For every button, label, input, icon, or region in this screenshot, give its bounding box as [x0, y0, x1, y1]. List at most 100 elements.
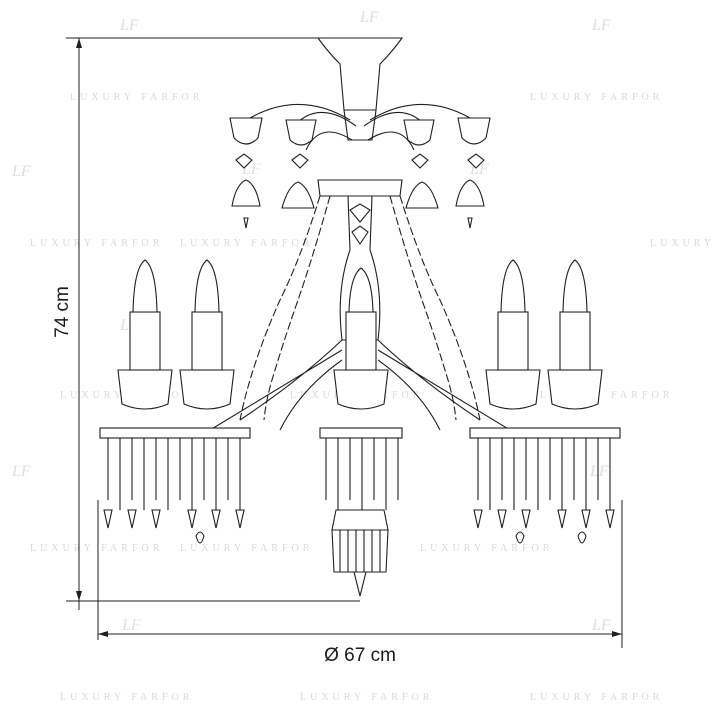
chain-left-inner [263, 195, 331, 421]
bobeche-rim [319, 427, 403, 439]
candle-cup [179, 369, 235, 410]
watermark-logo-9: LF [589, 463, 609, 480]
candle-body [497, 311, 529, 371]
bobeche-rim [469, 427, 621, 439]
prism-point [211, 509, 221, 529]
height-arrow-top [76, 38, 82, 48]
candle-cup [547, 369, 603, 410]
basket-finial [353, 571, 367, 597]
prism-point [127, 509, 137, 529]
center-basket [331, 509, 389, 597]
pendant-drop [195, 531, 205, 544]
upper-cup [403, 119, 435, 146]
prism-crystals [103, 438, 615, 544]
candle-flame-icon [194, 259, 220, 313]
candle-cup [117, 369, 173, 410]
watermark-logo-2: LF [359, 9, 379, 26]
candle-flame-icon [500, 259, 526, 313]
candle-body [559, 311, 591, 371]
upper-bell [455, 179, 485, 207]
diameter-arrow-right [612, 631, 622, 637]
watermark-logo-11: LF [591, 617, 611, 634]
candle-cup [485, 369, 541, 410]
crystal-drop [291, 153, 309, 169]
bobeche-rims [99, 427, 621, 439]
pendant-drop [515, 531, 525, 544]
central-ring [317, 179, 403, 197]
prism-point [497, 509, 507, 529]
crystal-drop [467, 153, 485, 169]
center-jewel [351, 225, 369, 245]
upper-cup [457, 117, 491, 145]
diameter-label: Ø 67 cm [324, 645, 396, 666]
prism-point [605, 509, 615, 529]
bobeche-rim [99, 427, 251, 439]
upper-cups [229, 117, 491, 146]
chain-right-outer [399, 195, 481, 421]
pendant-drop [577, 531, 587, 544]
basket-prisms [339, 530, 381, 572]
watermark-text-1: LUXURY FARFOR [70, 92, 203, 103]
watermark-logo-8: LF [11, 463, 31, 480]
crystal-drop [411, 153, 429, 169]
watermark-text-9: LUXURY FARFOR [180, 543, 313, 554]
center-stem [343, 109, 377, 141]
watermark-text-11: LUXURY FARFOR [30, 543, 163, 554]
watermark-text-4: LUXURY FARFOR [650, 238, 720, 249]
upper-cup [229, 117, 263, 145]
prism-point [581, 509, 591, 529]
watermark-logo-1: LF [119, 17, 139, 34]
upper-bell [281, 181, 315, 209]
upper-bell [405, 181, 439, 209]
prism-point [235, 509, 245, 529]
lower-arms [209, 339, 511, 431]
diameter-arrow-left [98, 631, 108, 637]
height-label: 74 cm [52, 286, 73, 338]
prism-point [151, 509, 161, 529]
candle-flame-icon [562, 259, 588, 313]
candle-body [345, 311, 377, 371]
candle-flame-icon [348, 267, 374, 313]
candle-body [191, 311, 223, 371]
prism-point [473, 509, 483, 529]
watermark-logo-3: LF [591, 17, 611, 34]
bell-tip [243, 217, 249, 229]
watermark-text-14: LUXURY FARFOR [530, 692, 663, 703]
upper-arms [249, 103, 471, 151]
ceiling-canopy [316, 37, 404, 111]
candle-cups [117, 369, 603, 410]
prism-point [103, 509, 113, 529]
watermark-text-2: LUXURY FARFOR [530, 92, 663, 103]
watermark-logo-4: LF [11, 163, 31, 180]
watermark-logo-10: LF [121, 617, 141, 634]
candles [129, 259, 591, 371]
crystal-chains [239, 195, 481, 421]
height-arrow-bottom [76, 591, 82, 601]
basket-body [331, 529, 389, 573]
watermark-text-3: LUXURY FARFOR [180, 238, 313, 249]
center-jewel [349, 203, 371, 223]
candle-body [129, 311, 161, 371]
upper-cup [285, 119, 317, 146]
candle-flame-icon [132, 259, 158, 313]
prism-row-right [477, 438, 611, 510]
crystal-drop [235, 153, 253, 169]
prism-row-center [325, 438, 399, 510]
chandelier-illustration [99, 37, 621, 597]
upper-drops [231, 153, 485, 229]
bell-tip [467, 217, 473, 229]
basket-top [331, 509, 389, 531]
upper-bell [231, 179, 261, 207]
watermark-text-12: LUXURY FARFOR [60, 692, 193, 703]
chain-left-outer [239, 195, 321, 421]
watermark-text-5: LUXURY FARFOR [30, 238, 163, 249]
chain-right-inner [389, 195, 457, 421]
watermark-text-10: LUXURY FARFOR [420, 543, 553, 554]
prism-point [521, 509, 531, 529]
watermark-text-13: LUXURY FARFOR [300, 692, 433, 703]
prism-row-left [107, 438, 241, 510]
candle-cup [333, 369, 389, 410]
prism-point [557, 509, 567, 529]
